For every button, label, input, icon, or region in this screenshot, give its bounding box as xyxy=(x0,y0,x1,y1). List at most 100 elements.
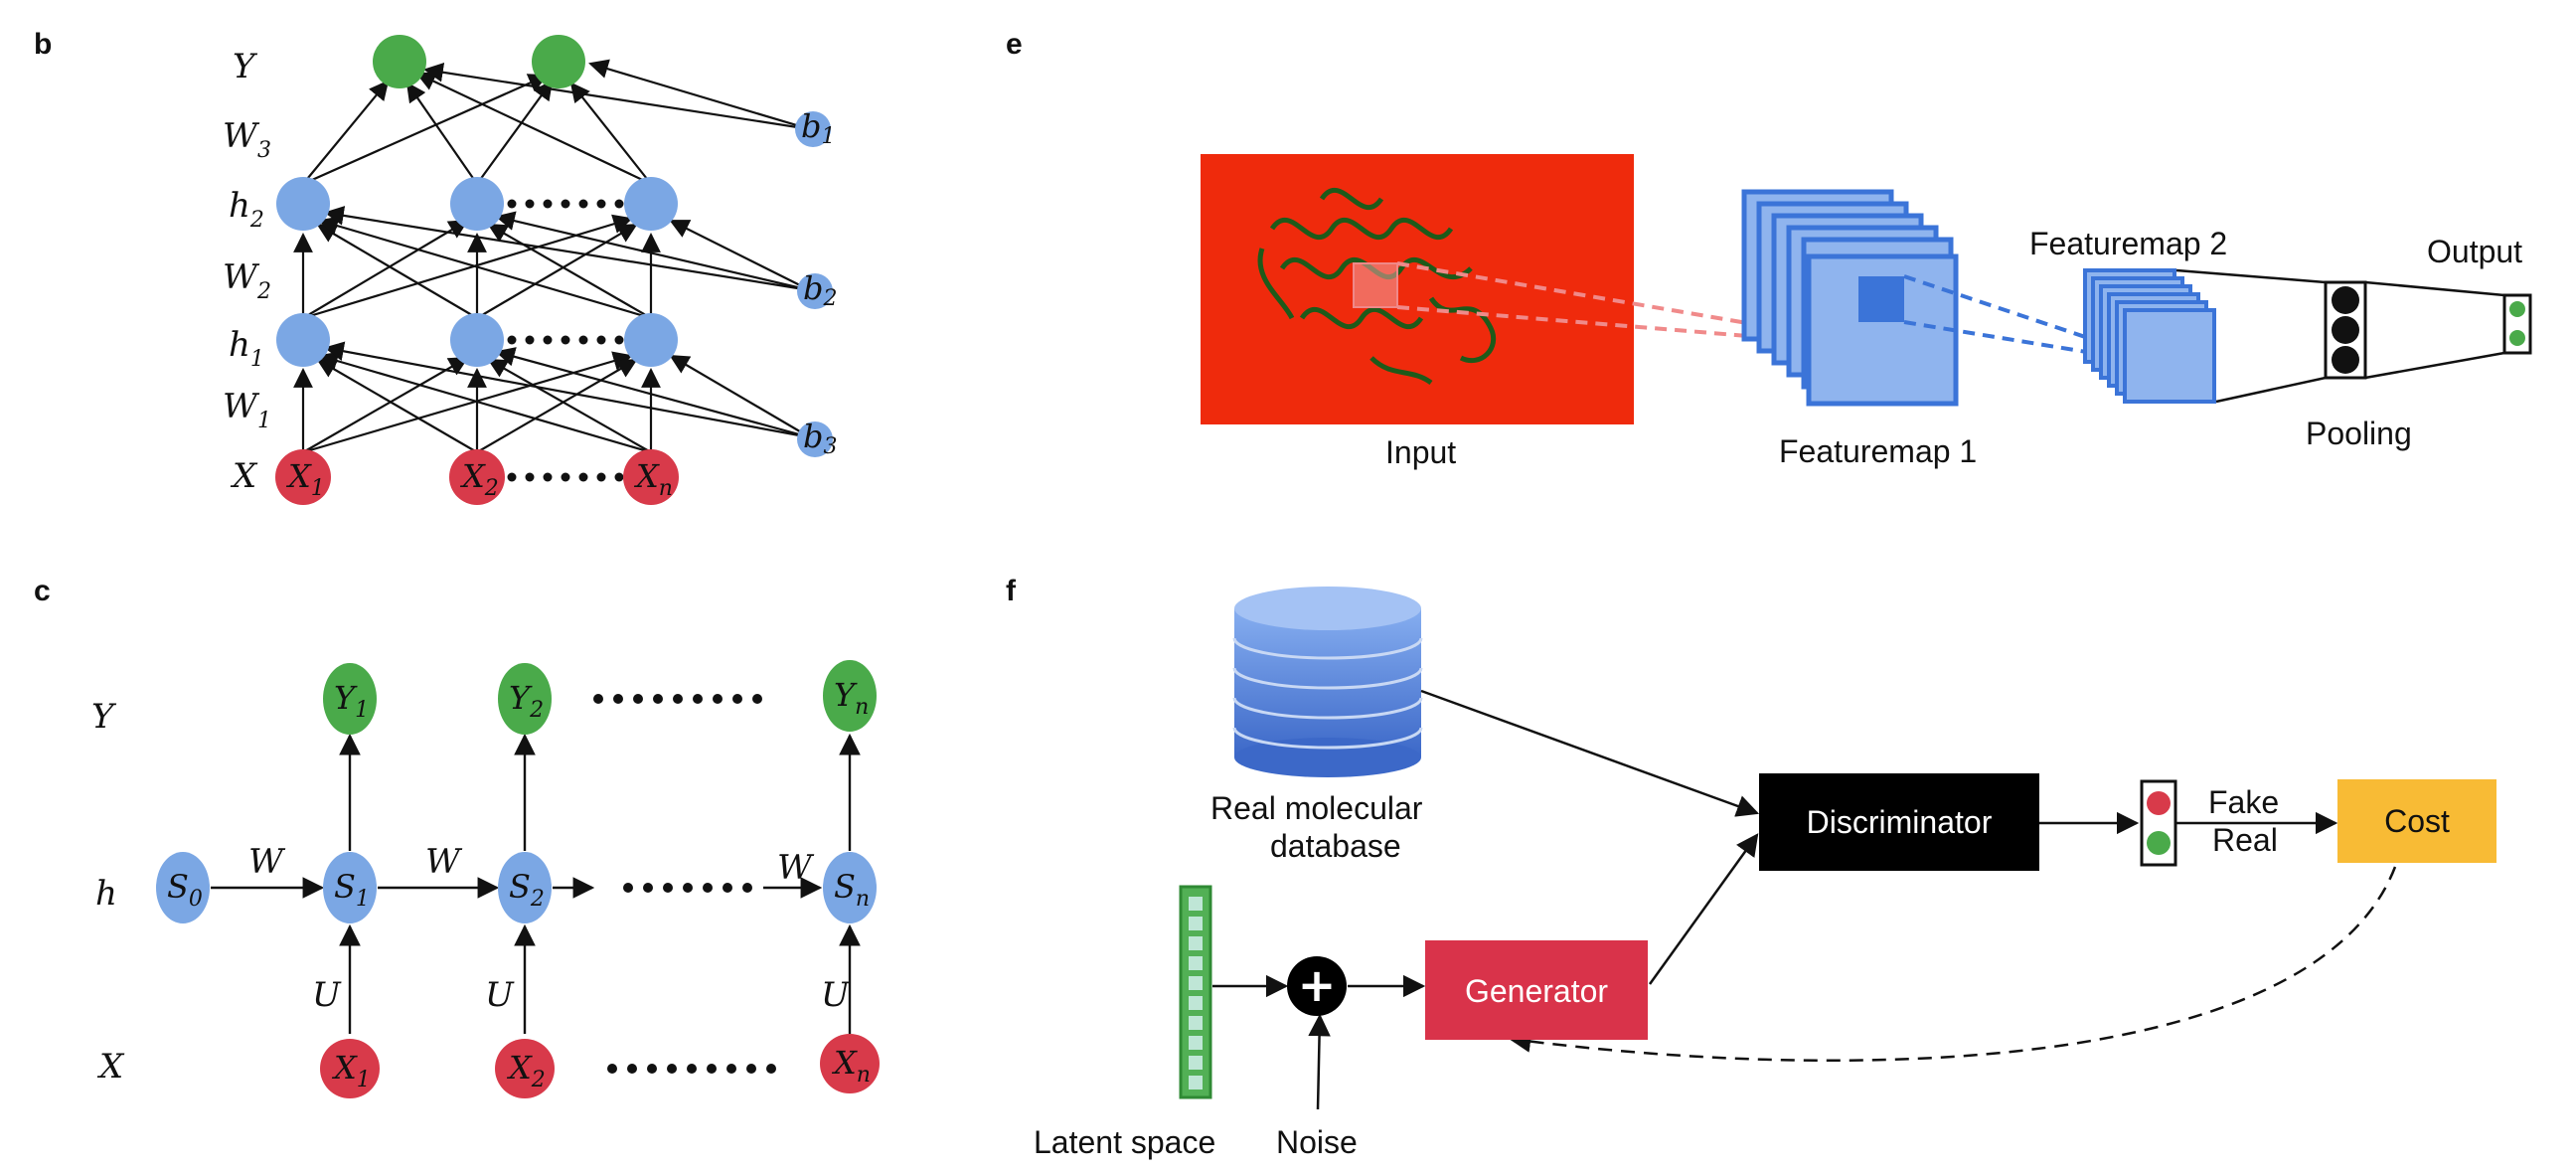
rnn-output-node xyxy=(323,663,377,735)
hidden2-node xyxy=(450,177,504,231)
recurrent-edges xyxy=(211,733,861,1034)
rnn-output-node xyxy=(498,663,552,735)
rnn-output-label: Y1 xyxy=(334,679,369,723)
rnn-state-node xyxy=(156,852,210,923)
edge-label-u: U xyxy=(821,975,851,1015)
rnn-output-node xyxy=(823,660,877,732)
edge-label-u: U xyxy=(312,975,342,1015)
hidden1-node xyxy=(450,313,504,367)
bias-node xyxy=(797,421,833,457)
hidden2-node xyxy=(276,177,330,231)
row-label-x: X xyxy=(96,1047,125,1087)
database-label-line1: Real molecular xyxy=(1210,790,1423,826)
rnn-input-node xyxy=(495,1039,555,1098)
edges-h1-h2 xyxy=(293,206,811,320)
panel-e-cnn: Input Featuremap 1 xyxy=(1201,154,2532,470)
row-label-y: Y xyxy=(91,697,117,737)
pooling-label: Pooling xyxy=(2306,416,2412,451)
real-label: Real xyxy=(2212,822,2278,858)
gan-edges xyxy=(1212,689,2338,1110)
rnn-state-label: Sn xyxy=(834,868,870,912)
generator-block xyxy=(1425,940,1648,1040)
featuremap1-stack xyxy=(1741,189,1959,407)
fake-label: Fake xyxy=(2208,784,2279,820)
edges-h2-y xyxy=(302,59,811,186)
featuremap1-label: Featuremap 1 xyxy=(1779,433,1977,469)
add-node xyxy=(1287,956,1347,1016)
row-label-w2: W2 xyxy=(223,257,271,304)
fake-indicator xyxy=(2147,791,2171,815)
hidden1-node xyxy=(624,313,678,367)
bias-node xyxy=(797,273,833,309)
rnn-state-node xyxy=(323,852,377,923)
discriminator-block xyxy=(1759,773,2039,871)
output-label: Output xyxy=(2427,234,2522,269)
pooling-units xyxy=(2332,286,2359,374)
input-image xyxy=(1201,154,1634,424)
featuremap2-label: Featuremap 2 xyxy=(2029,226,2227,261)
edge-label-w: W xyxy=(248,842,286,882)
bias-label: b2 xyxy=(803,269,837,311)
row-label-h1: h1 xyxy=(229,325,264,372)
ellipsis-dots xyxy=(507,199,624,482)
input-node xyxy=(275,449,331,505)
rnn-output-label: Y2 xyxy=(509,679,544,723)
rnn-input-node xyxy=(820,1034,880,1093)
pooling-lines xyxy=(2175,268,2505,404)
edge-label-w: W xyxy=(777,848,815,888)
row-label-h2: h2 xyxy=(229,186,264,233)
rnn-state-node xyxy=(498,852,552,923)
cost-block xyxy=(2337,779,2496,863)
row-label-h: h xyxy=(95,874,117,914)
hidden1-node xyxy=(276,313,330,367)
database-label-line2: database xyxy=(1270,828,1401,864)
hidden2-node xyxy=(624,177,678,231)
output-unit xyxy=(2509,330,2525,346)
bias-label: b3 xyxy=(803,418,837,459)
panel-label-f: f xyxy=(1006,575,1017,607)
latent-space-label: Latent space xyxy=(1034,1124,1215,1160)
panel-f-gan: Real molecular database Discriminator Ge… xyxy=(1034,586,2496,1160)
output-node xyxy=(532,35,585,88)
feedback-edge xyxy=(1508,866,2397,1063)
input-label: Input xyxy=(1385,434,1456,470)
input-node-label: X2 xyxy=(459,457,499,501)
plus-icon: + xyxy=(1298,958,1337,1012)
edge-label-u: U xyxy=(485,975,515,1015)
rnn-input-node xyxy=(320,1039,380,1098)
panel-label-c: c xyxy=(34,575,51,607)
output-node xyxy=(373,35,426,88)
panel-b-network: Y W3 h2 W2 h1 W1 X xyxy=(223,35,837,505)
real-indicator xyxy=(2147,831,2171,855)
cost-label: Cost xyxy=(2384,803,2450,839)
panel-label-b: b xyxy=(34,28,52,61)
ellipsis-dots xyxy=(593,694,776,1074)
bias-label: b1 xyxy=(801,107,835,149)
receptive-field xyxy=(1353,262,1398,308)
bias-node xyxy=(795,111,831,147)
rnn-input-label: X1 xyxy=(331,1049,371,1092)
row-label-x: X xyxy=(230,456,258,496)
row-label-w1: W1 xyxy=(223,387,271,433)
rnn-state-node xyxy=(823,852,877,923)
panel-label-e: e xyxy=(1006,28,1023,61)
output-unit xyxy=(2509,301,2525,317)
row-label-w3: W3 xyxy=(223,116,271,163)
rnn-state-label: S2 xyxy=(509,868,545,912)
rnn-state-label: S1 xyxy=(334,868,370,912)
input-node-label: X1 xyxy=(285,457,325,501)
latent-vector xyxy=(1179,885,1212,1099)
discriminator-label: Discriminator xyxy=(1807,804,1993,840)
input-node-label: Xn xyxy=(633,457,673,501)
input-node xyxy=(623,449,679,505)
rnn-input-label: X2 xyxy=(506,1049,546,1092)
input-node xyxy=(449,449,505,505)
featuremap2-stack xyxy=(2083,268,2216,404)
edges-x-h1 xyxy=(293,341,811,454)
rnn-output-label: Yn xyxy=(834,676,869,720)
noise-label: Noise xyxy=(1276,1124,1358,1160)
database-icon xyxy=(1232,586,1423,777)
panel-c-rnn: Y h X W W W U U U Y1 xyxy=(91,660,880,1098)
rnn-input-label: Xn xyxy=(831,1044,871,1088)
